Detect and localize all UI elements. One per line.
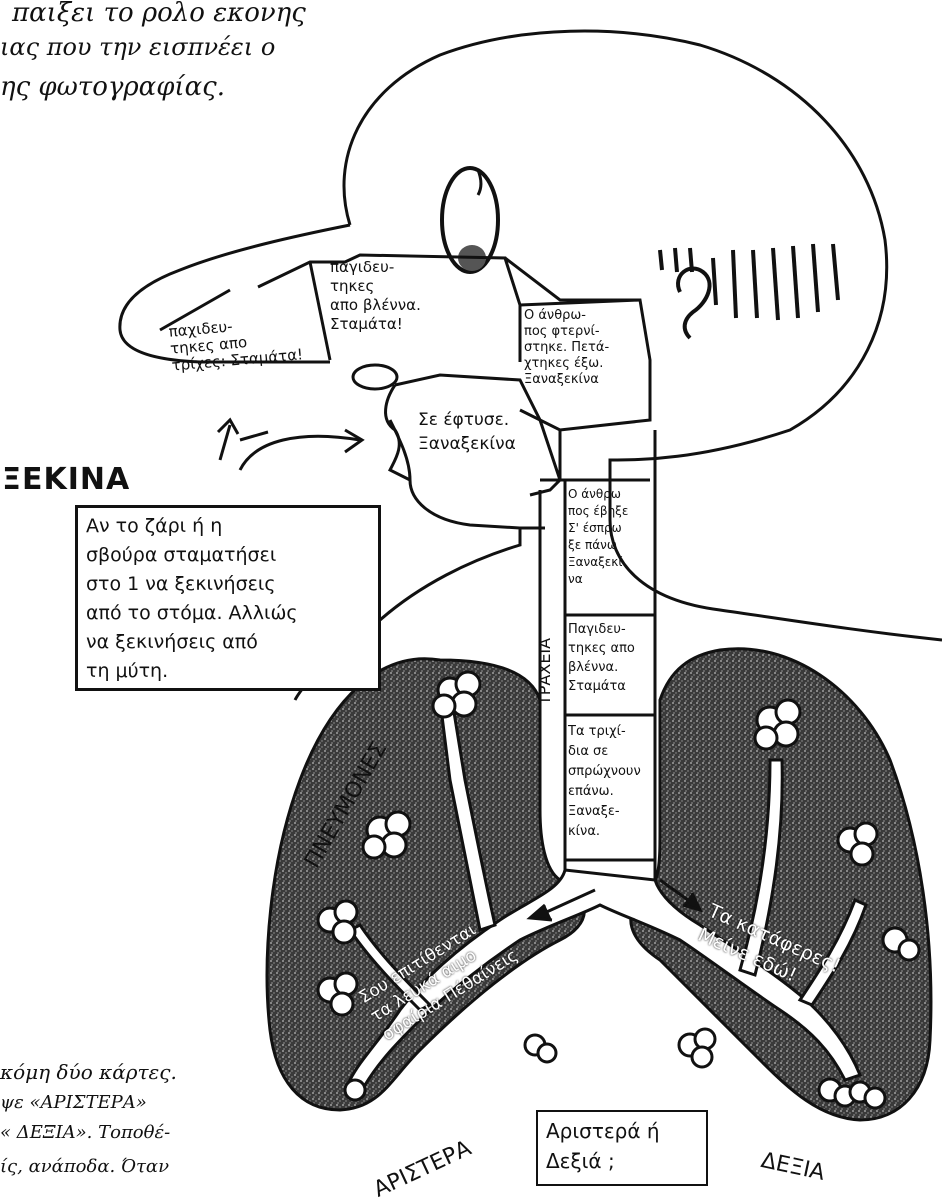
hair-lines bbox=[660, 244, 838, 320]
cell-right-1[interactable]: Ο άνθρω- πος φτερνί- στηκε. Πετά- χτηκες… bbox=[524, 308, 609, 388]
cell-trachea-1[interactable]: Ο άνθρω πος έβηξε Σ' έσπρω ξε πάνω Ξαναξ… bbox=[568, 486, 628, 588]
start-arrows bbox=[218, 420, 362, 470]
start-label: ΞΕΚΙΝΑ bbox=[2, 462, 130, 497]
ear bbox=[678, 269, 710, 338]
cell-nose-upper[interactable]: παγιδευ- τηκες απο βλέννα. Σταμάτα! bbox=[330, 258, 421, 334]
cell-trachea-2[interactable]: Παγιδευ- τηκες απο βλέννα. Σταμάτα bbox=[568, 620, 635, 696]
footer-line-3: « ΔΕΞΙΑ». Τοποθέ- bbox=[0, 1122, 170, 1143]
nostril bbox=[353, 365, 397, 389]
cell-throat[interactable]: Σε έφτυσε. Ξαναξεκίνα bbox=[418, 408, 516, 456]
label-trachea: ΤΡΑΧΕΙΑ bbox=[535, 638, 554, 705]
head-outline bbox=[344, 31, 942, 640]
footer-line-2: ψε «ΑΡΙΣΤΕΡΑ» bbox=[0, 1092, 147, 1113]
start-instruction-text: Αν το ζάρι ή η σβούρα σταματήσει στο 1 ν… bbox=[86, 512, 298, 686]
cell-trachea-3[interactable]: Τα τριχί- δια σε σπρώχνουν επάνω. Ξαναξε… bbox=[568, 722, 641, 842]
choice-text[interactable]: Αριστερά ή Δεξιά ; bbox=[546, 1116, 660, 1176]
footer-line-1: κόμη δύο κάρτες. bbox=[0, 1060, 177, 1084]
footer-line-4: ίς, ανάποδα. Όταν bbox=[0, 1156, 169, 1177]
